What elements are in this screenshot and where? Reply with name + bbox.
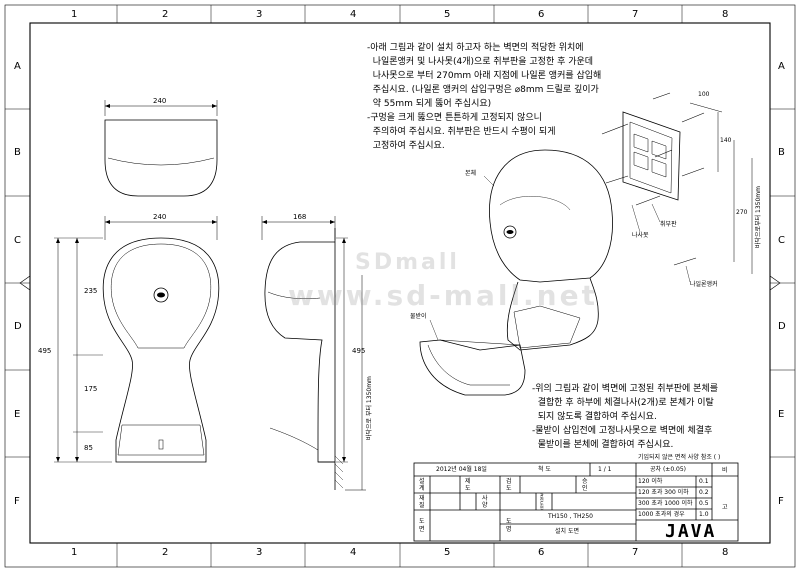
dim-floor-height: 바닥으로 부터 1350mm [366, 376, 373, 440]
dim-d270: 270 [736, 209, 748, 216]
tolerance-value-4: 1.0 [699, 511, 709, 518]
row-label-c: C [14, 235, 21, 246]
label-anchor: 나일론앵커 [690, 281, 718, 288]
col-label-8-bottom: 8 [722, 547, 729, 558]
model-number: TH150 , TH250 [548, 513, 593, 520]
field-approve: 승 인 [582, 478, 588, 492]
dim-d140: 140 [720, 137, 732, 144]
label-drip-tray: 물받이 [410, 313, 427, 320]
tolerance-range-4: 1000 초과의 경우 [638, 511, 685, 518]
row-label-e: E [14, 409, 21, 420]
col-label-1-bottom: 1 [71, 547, 78, 558]
row-label-c-right: C [778, 235, 785, 246]
col-label-5: 5 [444, 9, 451, 20]
drawing-name: 설치 도면 [555, 528, 579, 535]
tolerance-header: 공차 (±0.05) [650, 466, 687, 473]
dim-d100: 100 [698, 91, 710, 98]
remark-go: 고 [722, 504, 728, 511]
field-design: 설 계 [419, 478, 425, 492]
tolerance-range-2: 120 초과 300 이하 [638, 489, 689, 496]
row-label-e-right: E [778, 409, 785, 420]
watermark-url: www.sd-mall.net [288, 279, 598, 312]
col-label-2-bottom: 2 [162, 547, 169, 558]
title-block-date: 2012년 04월 18일 [436, 466, 487, 473]
label-mount-plate: 취부판 [660, 221, 677, 228]
row-label-d: D [14, 321, 22, 332]
field-check: 검 도 [506, 478, 512, 492]
tolerance-value-3: 0.5 [699, 500, 709, 507]
col-label-6-bottom: 6 [538, 547, 545, 558]
col-label-8: 8 [722, 9, 729, 20]
col-label-7-bottom: 7 [632, 547, 639, 558]
col-label-3-bottom: 3 [256, 547, 263, 558]
row-label-d-right: D [778, 321, 786, 332]
dim-iso-floor: 바닥으로부터 1350mm [755, 186, 762, 248]
watermark-brand: SDmall [355, 250, 460, 275]
dim-side-width: 168 [293, 213, 307, 221]
field-material: 재 질 [419, 495, 425, 509]
tolerance-range-3: 300 초과 1000 이하 [638, 500, 693, 507]
title-block-scale: 1 / 1 [598, 466, 612, 473]
brand-logo: JAVA [665, 521, 717, 542]
dim-front-width: 240 [153, 213, 167, 221]
col-label-1: 1 [71, 9, 78, 20]
label-screw: 나사못 [632, 232, 649, 239]
field-name: 도 명 [506, 518, 512, 533]
row-label-f-right: F [778, 496, 784, 507]
field-spec: 사 양 [482, 495, 488, 509]
col-label-7: 7 [632, 9, 639, 20]
col-label-5-bottom: 5 [444, 547, 451, 558]
tolerance-range-1: 120 이하 [638, 478, 663, 485]
title-block-scale-label: 척 도 [538, 466, 551, 473]
row-label-a: A [14, 61, 21, 72]
dim-h175: 175 [84, 385, 98, 393]
row-label-b-right: B [778, 147, 785, 158]
col-label-6: 6 [538, 9, 545, 20]
col-label-3: 3 [256, 9, 263, 20]
label-body: 본체 [465, 170, 477, 177]
remark-bi: 비 [722, 467, 728, 474]
title-block-note: 기입되지 않은 면적 사양 참조 ( ) [638, 454, 721, 461]
install-instructions: -아래 그림과 같이 설치 하고자 하는 벽면의 적당한 위치에 나일론앵커 및… [367, 43, 602, 151]
col-label-2: 2 [162, 9, 169, 20]
field-related: 관 련 도 면 [540, 493, 544, 510]
col-label-4: 4 [350, 9, 357, 20]
dim-top-width: 240 [153, 97, 167, 105]
dim-h495-right: 495 [352, 347, 366, 355]
field-drawing-no: 도 면 [419, 518, 425, 533]
col-label-4-bottom: 4 [350, 547, 357, 558]
row-label-f: F [14, 496, 20, 507]
assembly-instructions: -위의 그림과 같이 벽면에 고정된 취부판에 본체를 결합한 후 하부에 체결… [532, 384, 719, 450]
dim-h85: 85 [84, 444, 93, 452]
field-drafting: 제 도 [465, 478, 471, 492]
dim-h495-left: 495 [38, 347, 52, 355]
dim-h235: 235 [84, 287, 98, 295]
tolerance-value-2: 0.2 [699, 489, 709, 496]
row-label-b: B [14, 147, 21, 158]
row-label-a-right: A [778, 61, 785, 72]
tolerance-value-1: 0.1 [699, 478, 709, 485]
